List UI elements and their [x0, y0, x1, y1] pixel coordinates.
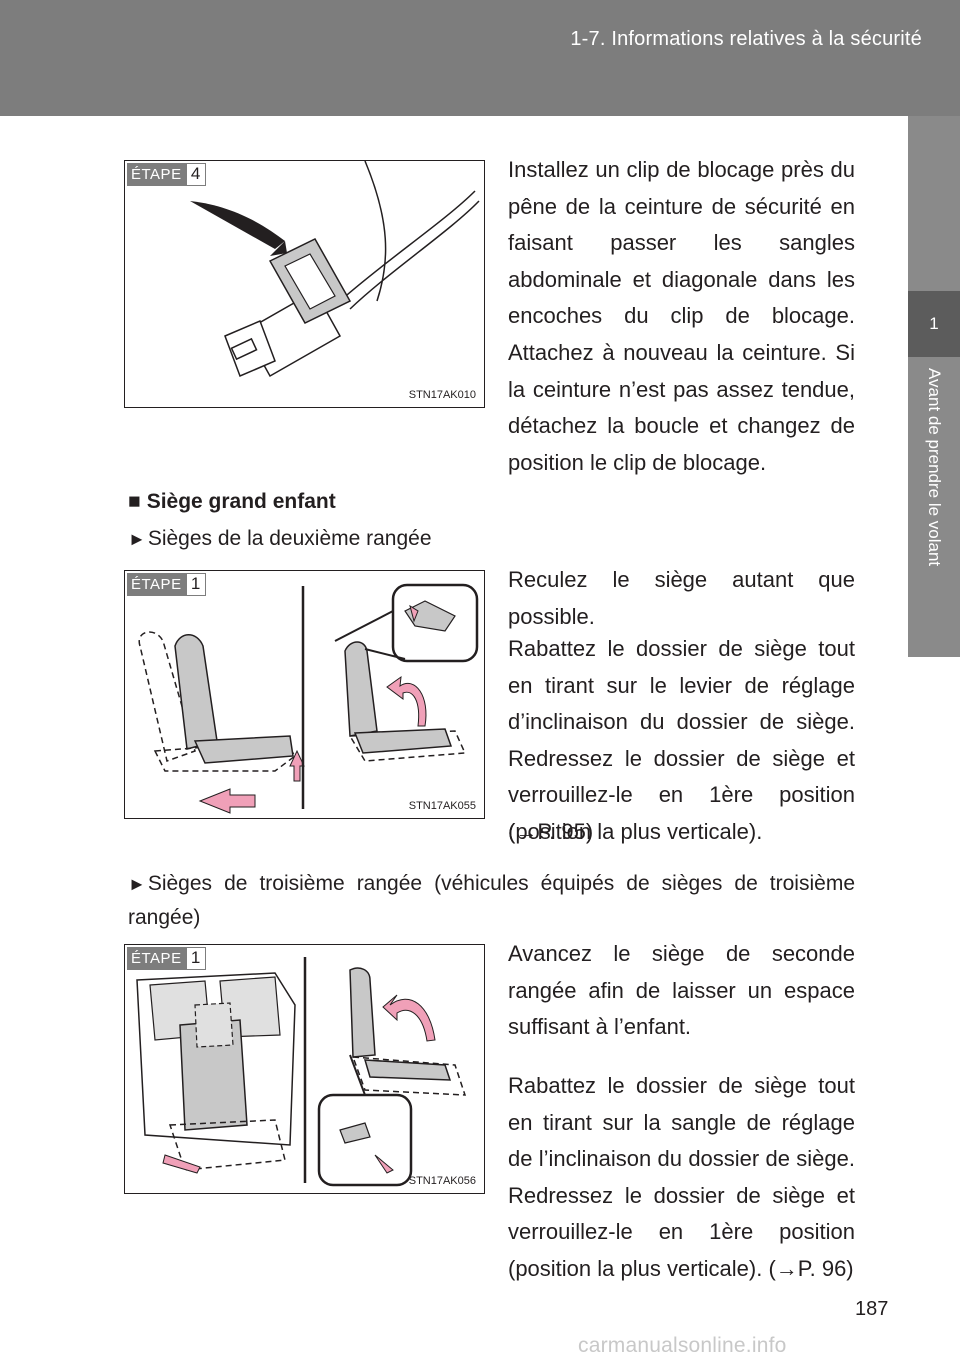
side-tab-bar-lower: [908, 357, 960, 657]
figure-third-row-seat: ÉTAPE 1 STN17AK056: [124, 944, 485, 1194]
figure-second-row-seat: ÉTAPE 1 STN17AK055: [124, 570, 485, 819]
second-row-text-2: Rabattez le dossier de siège tout en tir…: [508, 636, 855, 844]
step-badge: ÉTAPE 1: [127, 947, 206, 970]
step-label: ÉTAPE: [127, 163, 186, 186]
step-number: 1: [185, 947, 206, 970]
second-row-text-1: Reculez le siège autant que possible.: [508, 567, 855, 629]
section-title: 1-7. Informations relatives à la sécurit…: [570, 28, 922, 50]
figure-code: STN17AK010: [408, 389, 476, 401]
third-row-heading-text: Sièges de troisième rangée (véhicules éq…: [128, 872, 855, 929]
step-badge: ÉTAPE 1: [127, 573, 206, 596]
step4-text: Installez un clip de blocage près du pên…: [508, 157, 855, 475]
side-tab-bar: [908, 116, 960, 291]
step-badge: ÉTAPE 4: [127, 163, 206, 186]
figure-code: STN17AK056: [408, 1175, 476, 1187]
section-heading-text: Siège grand enfant: [146, 490, 336, 513]
figure-step4-lock-clip: ÉTAPE 4 STN17AK010: [124, 160, 485, 408]
second-row-heading-text: Sièges de la deuxième rangée: [147, 527, 432, 550]
lock-clip-illustration: [190, 161, 480, 378]
square-bullet-icon: ■: [128, 490, 141, 513]
triangle-marker-icon: ►: [128, 529, 146, 549]
step-number: 4: [185, 163, 206, 186]
step-number: 1: [185, 573, 206, 596]
section-heading: ■Siège grand enfant: [128, 490, 336, 514]
triangle-marker-icon: ►: [128, 874, 146, 894]
step-label: ÉTAPE: [127, 947, 186, 970]
second-row-seat-illustration: [138, 583, 479, 814]
watermark: carmanualsonline.info: [578, 1334, 787, 1357]
chapter-number: 1: [908, 291, 960, 357]
step-label: ÉTAPE: [127, 573, 186, 596]
page-number: 187: [855, 1298, 889, 1320]
second-row-heading: ►Sièges de la deuxième rangée: [128, 522, 432, 556]
figure-code: STN17AK055: [408, 800, 476, 812]
third-row-seat-illustration: [136, 957, 467, 1187]
third-row-text-1: Avancez le siège de seconde rangée afin …: [508, 941, 855, 1040]
third-row-heading: ►Sièges de troisième rangée (véhicules é…: [128, 867, 855, 935]
third-row-text-2: Rabattez le dossier de siège tout en tir…: [508, 1073, 855, 1281]
second-row-reference: (→P. 95): [508, 819, 594, 844]
page-header: 1-7. Informations relatives à la sécurit…: [0, 0, 960, 116]
chapter-title: Avant de prendre le volant: [925, 368, 944, 567]
